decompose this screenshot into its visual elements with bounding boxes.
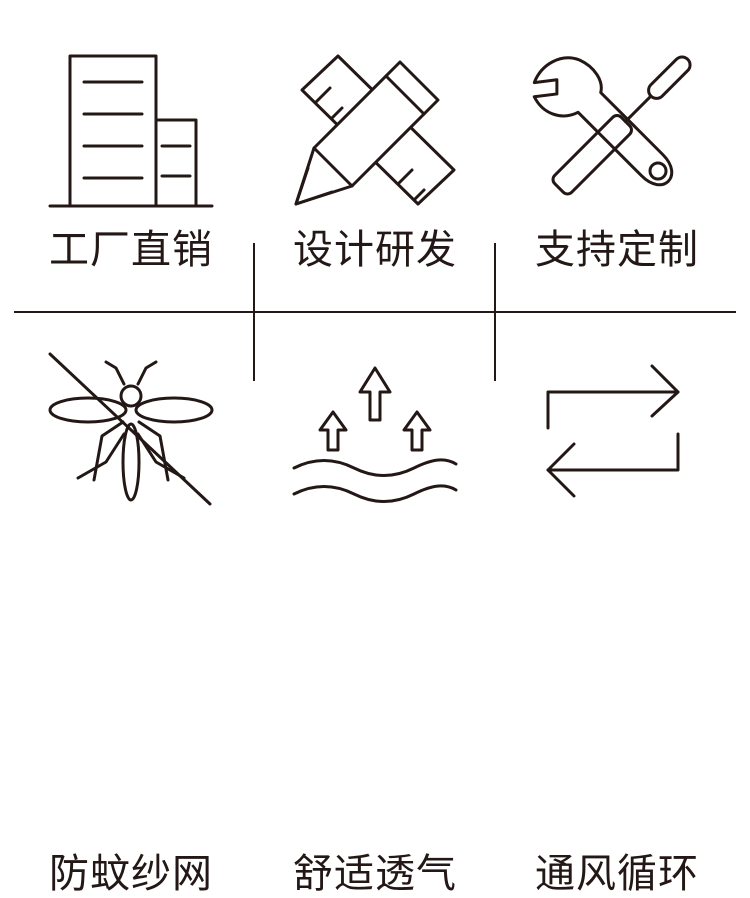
breathable-arrows-icon (292, 366, 458, 503)
feature-factory-direct: 工厂直销 (6, 0, 256, 300)
feature-breathable: 舒适透气 (250, 312, 500, 897)
feature-label: 工厂直销 (49, 227, 213, 273)
feature-label: 防蚊纱网 (49, 851, 213, 897)
feature-label: 设计研发 (293, 227, 457, 273)
feature-ventilation: 通风循环 (492, 312, 742, 897)
circulation-arrows-icon (546, 364, 680, 498)
horizontal-divider (14, 311, 736, 313)
feature-label: 支持定制 (535, 227, 699, 273)
vertical-divider-left (253, 243, 255, 381)
feature-label: 舒适透气 (293, 851, 457, 897)
feature-label: 通风循环 (535, 851, 699, 897)
factory-building-icon (48, 54, 214, 208)
feature-customization: 支持定制 (492, 0, 742, 300)
feature-design-rd: 设计研发 (250, 0, 500, 300)
vertical-divider-right (494, 243, 496, 381)
feature-mosquito-net: 防蚊纱网 (6, 312, 256, 897)
wrench-screwdriver-icon (532, 55, 692, 196)
no-mosquito-icon (48, 352, 214, 506)
pencil-ruler-icon (294, 54, 456, 206)
